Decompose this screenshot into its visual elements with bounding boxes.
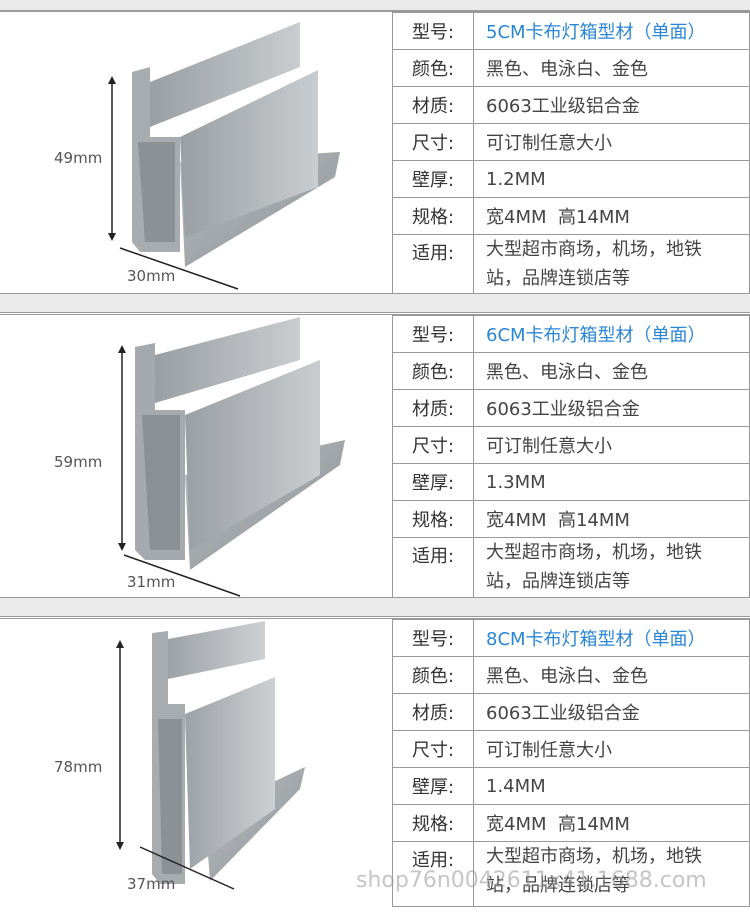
spec-value: 宽4MM 高14MM: [473, 197, 750, 235]
spec-key: 颜色:: [392, 656, 474, 694]
product-card-3: 78mm 37mm 型号:8CM卡布灯箱型材（单面） 颜色:黑色、电泳白、金色 …: [0, 618, 750, 907]
spec-key: 颜色:: [392, 352, 474, 390]
spec-value: 大型超市商场，机场，地铁站，品牌连锁店等: [473, 841, 750, 907]
spec-value: 宽4MM 高14MM: [473, 500, 750, 538]
spec-value: 6063工业级铝合金: [473, 86, 750, 124]
width-label: 30mm: [127, 267, 176, 285]
spec-value: 6063工业级铝合金: [473, 693, 750, 731]
spec-row: 型号:8CM卡布灯箱型材（单面）: [392, 619, 750, 657]
watermark: shop76n0042611x41.1688.com: [356, 868, 707, 893]
spec-row: 适用:大型超市商场，机场，地铁站，品牌连锁店等: [392, 234, 750, 300]
spec-row: 壁厚:1.2MM: [392, 160, 750, 198]
spec-row: 尺寸:可订制任意大小: [392, 730, 750, 768]
width-label: 37mm: [127, 875, 176, 893]
spec-key: 型号:: [392, 12, 474, 50]
product-image-3: 78mm 37mm: [0, 619, 392, 901]
spec-key: 型号:: [392, 315, 474, 353]
spec-value: 1.3MM: [473, 463, 750, 501]
spec-key: 壁厚:: [392, 463, 474, 501]
spec-key: 材质:: [392, 693, 474, 731]
spec-value: 黑色、电泳白、金色: [473, 352, 750, 390]
height-label: 78mm: [54, 758, 103, 776]
spec-row: 材质:6063工业级铝合金: [392, 86, 750, 124]
profile-drawing-3: [116, 621, 305, 890]
spec-key: 尺寸:: [392, 426, 474, 464]
spec-value-model: 5CM卡布灯箱型材（单面）: [473, 12, 750, 50]
spec-row: 尺寸:可订制任意大小: [392, 123, 750, 161]
spec-row: 型号:6CM卡布灯箱型材（单面）: [392, 315, 750, 353]
spec-row: 颜色:黑色、电泳白、金色: [392, 352, 750, 390]
spec-key: 适用:: [392, 234, 474, 300]
separator-1: [0, 293, 750, 313]
spec-value: 黑色、电泳白、金色: [473, 656, 750, 694]
spec-row: 壁厚:1.4MM: [392, 767, 750, 805]
spec-key: 规格:: [392, 804, 474, 842]
spec-row: 规格:宽4MM 高14MM: [392, 197, 750, 235]
product-card-1: 49mm 30mm 型号:5CM卡布灯箱型材（单面） 颜色:黑色、电泳白、金色 …: [0, 11, 750, 300]
product-card-2: 59mm 31mm 型号:6CM卡布灯箱型材（单面） 颜色:黑色、电泳白、金色 …: [0, 314, 750, 603]
height-label: 59mm: [54, 453, 103, 471]
spec-row: 颜色:黑色、电泳白、金色: [392, 656, 750, 694]
profile-drawing-2: [118, 317, 345, 597]
spec-row: 适用:大型超市商场，机场，地铁站，品牌连锁店等: [392, 841, 750, 907]
spec-value: 大型超市商场，机场，地铁站，品牌连锁店等: [473, 537, 750, 603]
spec-value: 可订制任意大小: [473, 123, 750, 161]
spec-value: 可订制任意大小: [473, 426, 750, 464]
product-image-1: 49mm 30mm: [0, 12, 392, 294]
spec-row: 材质:6063工业级铝合金: [392, 693, 750, 731]
spec-key: 壁厚:: [392, 767, 474, 805]
spec-key: 规格:: [392, 197, 474, 235]
spec-value-model: 6CM卡布灯箱型材（单面）: [473, 315, 750, 353]
spec-value: 黑色、电泳白、金色: [473, 49, 750, 87]
spec-value: 宽4MM 高14MM: [473, 804, 750, 842]
spec-row: 颜色:黑色、电泳白、金色: [392, 49, 750, 87]
spec-row: 规格:宽4MM 高14MM: [392, 804, 750, 842]
spec-value: 可订制任意大小: [473, 730, 750, 768]
spec-row: 壁厚:1.3MM: [392, 463, 750, 501]
separator-2: [0, 597, 750, 617]
spec-key: 材质:: [392, 389, 474, 427]
spec-table-1: 型号:5CM卡布灯箱型材（单面） 颜色:黑色、电泳白、金色 材质:6063工业级…: [392, 12, 750, 300]
spec-key: 壁厚:: [392, 160, 474, 198]
spec-value: 大型超市商场，机场，地铁站，品牌连锁店等: [473, 234, 750, 300]
spec-key: 适用:: [392, 537, 474, 603]
spec-value: 1.4MM: [473, 767, 750, 805]
spec-row: 尺寸:可订制任意大小: [392, 426, 750, 464]
spec-key: 适用:: [392, 841, 474, 907]
spec-key: 型号:: [392, 619, 474, 657]
spec-key: 规格:: [392, 500, 474, 538]
spec-value: 6063工业级铝合金: [473, 389, 750, 427]
spec-table-3: 型号:8CM卡布灯箱型材（单面） 颜色:黑色、电泳白、金色 材质:6063工业级…: [392, 619, 750, 907]
spec-value-model: 8CM卡布灯箱型材（单面）: [473, 619, 750, 657]
spec-row: 规格:宽4MM 高14MM: [392, 500, 750, 538]
spec-key: 尺寸:: [392, 123, 474, 161]
spec-table-2: 型号:6CM卡布灯箱型材（单面） 颜色:黑色、电泳白、金色 材质:6063工业级…: [392, 315, 750, 603]
spec-value: 1.2MM: [473, 160, 750, 198]
height-label: 49mm: [54, 149, 103, 167]
spec-row: 材质:6063工业级铝合金: [392, 389, 750, 427]
top-separator: [0, 0, 750, 11]
product-image-2: 59mm 31mm: [0, 315, 392, 597]
spec-row: 型号:5CM卡布灯箱型材（单面）: [392, 12, 750, 50]
spec-key: 颜色:: [392, 49, 474, 87]
spec-key: 尺寸:: [392, 730, 474, 768]
profile-drawing-1: [108, 22, 340, 290]
spec-row: 适用:大型超市商场，机场，地铁站，品牌连锁店等: [392, 537, 750, 603]
width-label: 31mm: [127, 573, 176, 591]
spec-key: 材质:: [392, 86, 474, 124]
